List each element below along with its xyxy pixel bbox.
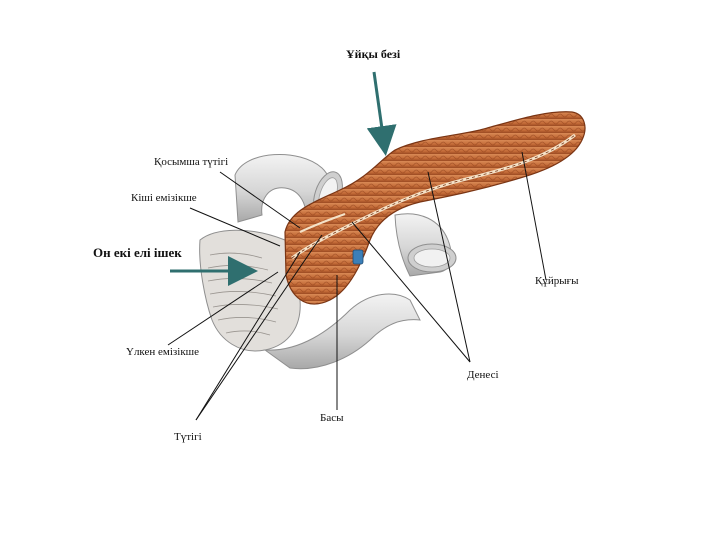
label-tail: Құйрығы xyxy=(535,276,579,287)
label-head: Басы xyxy=(320,413,343,424)
label-duodenum: Он екі елі ішек xyxy=(93,246,182,259)
title-arrow xyxy=(374,72,385,150)
diagram-title: Ұйқы безі xyxy=(346,48,400,60)
bile-duct xyxy=(353,250,363,264)
label-duct: Түтігі xyxy=(174,432,202,443)
label-minor-papilla: Кіші емізікше xyxy=(131,193,197,204)
label-accessory-duct: Қосымша түтігі xyxy=(154,157,228,168)
label-body: Денесі xyxy=(467,370,499,381)
label-major-papilla: Үлкен емізікше xyxy=(126,347,199,358)
